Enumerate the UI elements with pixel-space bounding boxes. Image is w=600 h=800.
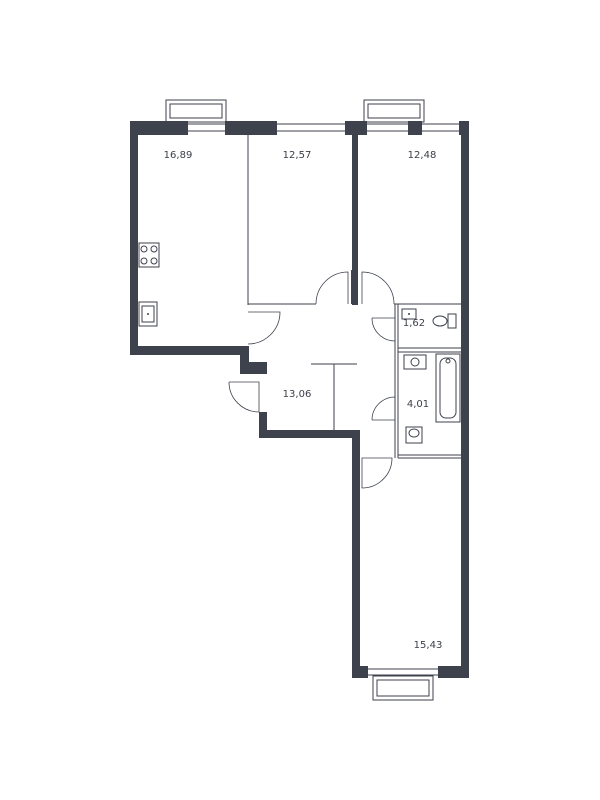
area-room-middle: 12,57 xyxy=(283,150,312,161)
area-room-bottom: 15,43 xyxy=(414,640,443,651)
washbasin-icon xyxy=(401,308,417,320)
bathtub-icon xyxy=(435,353,461,423)
balcony-top-right xyxy=(363,99,425,123)
windows xyxy=(188,123,459,676)
area-bathroom: 4,01 xyxy=(407,399,429,410)
area-kitchen: 16,89 xyxy=(164,150,193,161)
balcony-top-left xyxy=(165,99,227,123)
toilet-icon xyxy=(432,313,457,329)
toilet-icon-bath xyxy=(405,426,423,444)
washing-machine-icon xyxy=(403,354,427,370)
balcony-bottom xyxy=(372,675,434,701)
walls xyxy=(130,121,469,678)
sink-icon xyxy=(138,301,158,327)
area-room-right: 12,48 xyxy=(408,150,437,161)
area-hall: 13,06 xyxy=(283,389,312,400)
doors xyxy=(228,271,396,489)
area-wc: 1,62 xyxy=(403,318,425,329)
stove-icon xyxy=(138,242,160,268)
